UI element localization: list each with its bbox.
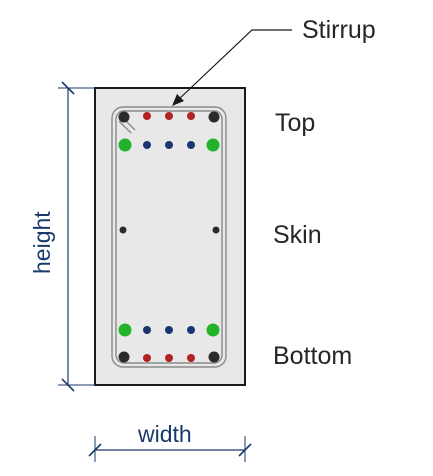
skin-bar	[212, 226, 220, 234]
label-skin: Skin	[273, 221, 322, 249]
skin-bar	[119, 226, 127, 234]
stirrup-inner	[115, 110, 223, 364]
corner-bar	[118, 351, 130, 363]
top-blue-bar	[143, 141, 151, 149]
bottom-green-bar	[206, 323, 220, 337]
label-height: height	[29, 211, 55, 274]
top-blue-bar	[165, 141, 173, 149]
top-green-bar	[206, 138, 220, 152]
top-red-bar	[187, 112, 195, 120]
bottom-blue-bar	[187, 326, 195, 334]
corner-bar	[208, 351, 220, 363]
width-tick-left	[88, 443, 102, 457]
bottom-blue-bar	[165, 326, 173, 334]
height-tick-bottom	[61, 378, 75, 392]
bottom-blue-bar	[143, 326, 151, 334]
label-stirrup: Stirrup	[302, 16, 376, 44]
corner-bar	[208, 111, 220, 123]
top-green-bar	[118, 138, 132, 152]
stirrup-outer	[111, 106, 227, 368]
label-top: Top	[275, 109, 315, 137]
bottom-green-bar	[118, 323, 132, 337]
corner-bar	[118, 111, 130, 123]
top-red-bar	[165, 112, 173, 120]
stirrup-leader-arrow	[172, 94, 184, 106]
bottom-red-bar	[187, 354, 195, 362]
label-bottom: Bottom	[273, 342, 352, 370]
top-blue-bar	[187, 141, 195, 149]
stirrup-leader-line	[177, 29, 292, 101]
height-tick-top	[61, 81, 75, 95]
stirrup-hook	[118, 120, 132, 134]
bottom-red-bar	[165, 354, 173, 362]
width-tick-right	[238, 443, 252, 457]
label-width: width	[137, 421, 192, 447]
bottom-red-bar	[143, 354, 151, 362]
concrete-section	[94, 87, 246, 386]
top-red-bar	[143, 112, 151, 120]
